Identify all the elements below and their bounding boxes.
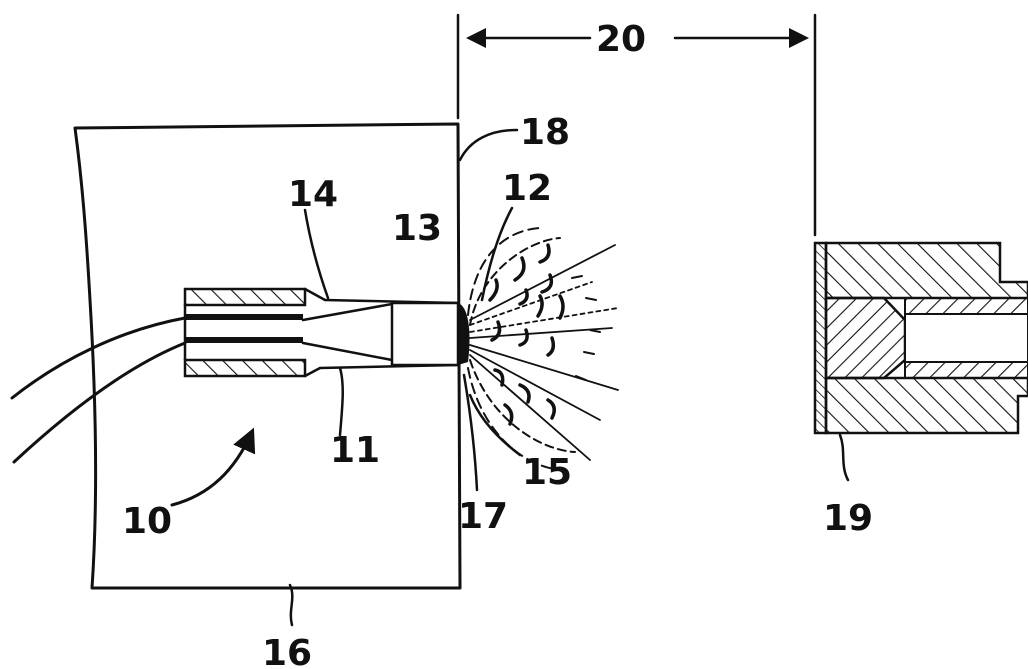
label-17: 17 (458, 496, 508, 537)
ferrule-assembly (183, 287, 327, 378)
label-14: 14 (288, 174, 338, 215)
housing-block (73, 122, 462, 590)
label-16: 16 (262, 633, 312, 669)
dimension-line (456, 13, 817, 237)
label-10: 10 (122, 501, 172, 542)
radiation-pattern (467, 227, 619, 471)
label-12: 12 (502, 168, 552, 209)
fiber-cable (10, 316, 187, 464)
reference-labels: 10 11 12 13 14 15 16 17 18 19 20 (122, 19, 873, 669)
receiver-block (813, 241, 1028, 435)
leader-lines (288, 128, 850, 627)
arrow-10 (170, 427, 256, 507)
label-20: 20 (596, 19, 646, 60)
label-15: 15 (522, 452, 572, 493)
tapered-tip (301, 298, 460, 370)
label-11: 11 (330, 430, 380, 471)
label-18: 18 (520, 112, 570, 153)
label-13: 13 (392, 208, 442, 249)
output-face (458, 303, 470, 365)
label-19: 19 (823, 498, 873, 539)
